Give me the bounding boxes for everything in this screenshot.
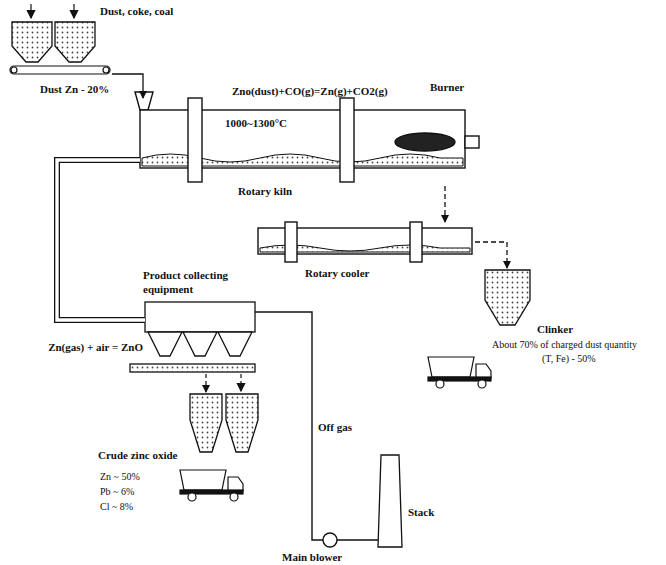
connector-line [57,160,145,320]
rotary-kiln [135,92,479,182]
clinker-truck [428,357,491,388]
product-grade: Cl ~ 8% [100,500,133,514]
feed-grade: Dust Zn - 20% [40,82,109,96]
stack [378,455,402,547]
blower-label: Main blower [282,550,342,564]
node-label: Crude zinc oxide [98,448,177,462]
connector-line [444,186,445,222]
product-grade: Zn ~ 50% [100,470,140,484]
flow-line [206,374,207,392]
blower-symbol [323,533,337,547]
belt-conveyor [10,66,110,74]
stack-node: Stack [378,455,402,547]
rotary-cooler [258,222,472,262]
node-label: Product collecting equipment [143,268,243,296]
off-gas-label: Off gas [318,420,352,434]
product-grade: Pb ~ 6% [100,485,134,499]
feed-hoppers [12,22,95,62]
node-label: Zn(gas) + air = ZnO [18,340,143,354]
clinker-hopper [485,270,530,325]
flow-line [475,242,507,268]
product-hoppers [190,394,258,452]
node-label: About 70% of charged dust quantity [492,338,637,352]
feed-arrows [31,4,74,18]
gas-duct [57,160,145,320]
flow-line [445,186,446,222]
rotary-cooler-node: Rotary cooler [255,222,475,262]
flow-line [112,74,143,98]
discharge-arrow [240,374,241,391]
bag-filter [130,302,255,372]
feed-hoppers-node: Dust, coke, coal [10,20,112,78]
burner-label: Burner [430,80,464,94]
clinker-hopper-node: ClinkerAbout 70% of charged dust quantit… [482,268,532,330]
node-label: 1000~1300°C [223,116,289,130]
node-label: Rotary kiln [238,184,292,198]
node-label: Clinker [537,322,573,336]
connector-line [255,312,378,540]
connector-line [112,74,143,98]
flow-line [255,312,378,540]
connector-line [475,242,507,268]
product-collector-node: Product collecting equipmentZn(gas) + ai… [145,302,255,374]
rotary-kiln-node: Zno(dust)+CO(g)=Zn(g)+CO2(g)1000~1300°CR… [135,98,480,186]
node-label: Stack [408,505,434,519]
product-hopper-node: Crude zinc oxide [188,392,260,454]
connector-line [205,374,206,392]
node-label: Dust, coke, coal [100,4,173,18]
duct-inner [57,160,145,320]
node-label: Zno(dust)+CO(g)=Zn(g)+CO2(g) [232,84,388,98]
node-label: (T, Fe) - 50% [542,352,596,366]
node-label: Rotary cooler [305,266,369,280]
product-truck [180,470,243,501]
